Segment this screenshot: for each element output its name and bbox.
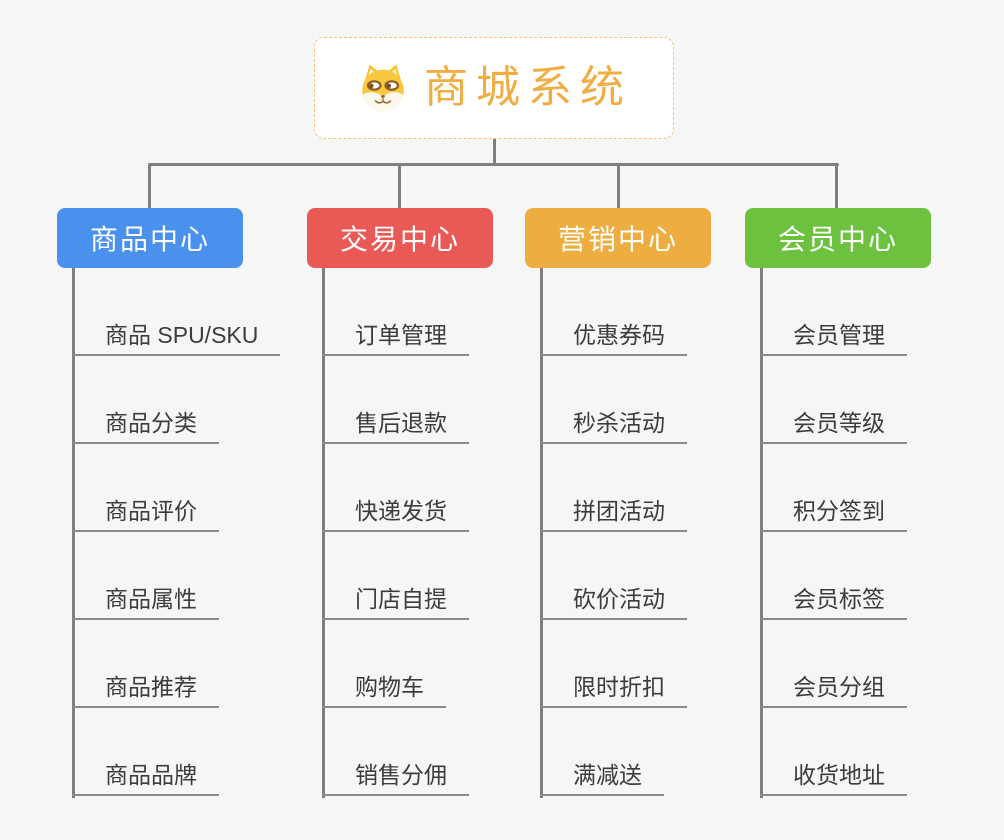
branch-node-label: 商品中心 (89, 224, 210, 255)
leaf-node-points-checkin[interactable]: 积分签到 (760, 498, 907, 532)
leaf-node-order-management[interactable]: 订单管理 (322, 322, 469, 356)
leaf-node-flash-sale[interactable]: 秒杀活动 (540, 410, 687, 444)
leaf-node-product-spu-sku[interactable]: 商品 SPU/SKU (72, 322, 281, 356)
leaf-node-member-tags[interactable]: 会员标签 (760, 586, 907, 620)
branch-trunk-line (760, 268, 763, 798)
root-node-label: 商城系统 (424, 63, 632, 112)
branch-column-member-center: 会员中心 会员管理 会员等级 积分签到 会员标签 会员分组 收货地址 (745, 208, 1004, 798)
connector-drop-member (835, 165, 838, 208)
leaf-node-product-category[interactable]: 商品分类 (72, 410, 219, 444)
connector-drop-product (148, 165, 151, 208)
leaf-node-aftersale-refund[interactable]: 售后退款 (322, 410, 469, 444)
branch-node-member-center[interactable]: 会员中心 (745, 208, 931, 268)
branch-column-marketing-center: 营销中心 优惠券码 秒杀活动 拼团活动 砍价活动 限时折扣 满减送 (525, 208, 785, 798)
branch-node-trade-center[interactable]: 交易中心 (307, 208, 493, 268)
leaf-node-store-pickup[interactable]: 门店自提 (322, 586, 469, 620)
branch-trunk-line (322, 268, 325, 798)
leaf-node-shipping-address[interactable]: 收货地址 (760, 762, 907, 796)
branch-node-label: 会员中心 (777, 224, 898, 255)
leaf-node-limited-time-discount[interactable]: 限时折扣 (540, 674, 687, 708)
leaf-node-full-reduction[interactable]: 满减送 (540, 762, 664, 796)
connector-root-stub (493, 139, 496, 165)
branch-node-label: 营销中心 (557, 224, 678, 255)
connector-horizontal-bar (148, 163, 839, 166)
branch-node-marketing-center[interactable]: 营销中心 (525, 208, 711, 268)
branch-trunk-line (540, 268, 543, 798)
branch-column-product-center: 商品中心 商品 SPU/SKU 商品分类 商品评价 商品属性 商品推荐 商品品牌 (57, 208, 317, 798)
leaf-node-express-delivery[interactable]: 快递发货 (322, 498, 469, 532)
leaf-node-coupon-code[interactable]: 优惠券码 (540, 322, 687, 356)
leaf-node-member-level[interactable]: 会员等级 (760, 410, 907, 444)
leaf-node-group-buy[interactable]: 拼团活动 (540, 498, 687, 532)
connector-drop-trade (398, 165, 401, 208)
shiba-dog-icon (362, 64, 404, 112)
leaf-node-product-attribute[interactable]: 商品属性 (72, 586, 219, 620)
leaf-node-product-recommend[interactable]: 商品推荐 (72, 674, 219, 708)
leaf-node-member-management[interactable]: 会员管理 (760, 322, 907, 356)
leaf-node-shopping-cart[interactable]: 购物车 (322, 674, 446, 708)
leaf-node-product-review[interactable]: 商品评价 (72, 498, 219, 532)
leaf-node-member-groups[interactable]: 会员分组 (760, 674, 907, 708)
branch-column-trade-center: 交易中心 订单管理 售后退款 快递发货 门店自提 购物车 销售分佣 (307, 208, 567, 798)
leaf-node-product-brand[interactable]: 商品品牌 (72, 762, 219, 796)
branch-node-label: 交易中心 (339, 224, 460, 255)
branch-node-product-center[interactable]: 商品中心 (57, 208, 243, 268)
branch-trunk-line (72, 268, 75, 798)
root-node-mall-system[interactable]: 商城系统 (314, 37, 674, 139)
leaf-node-bargain-activity[interactable]: 砍价活动 (540, 586, 687, 620)
connector-drop-marketing (617, 165, 620, 208)
leaf-node-sales-commission[interactable]: 销售分佣 (322, 762, 469, 796)
